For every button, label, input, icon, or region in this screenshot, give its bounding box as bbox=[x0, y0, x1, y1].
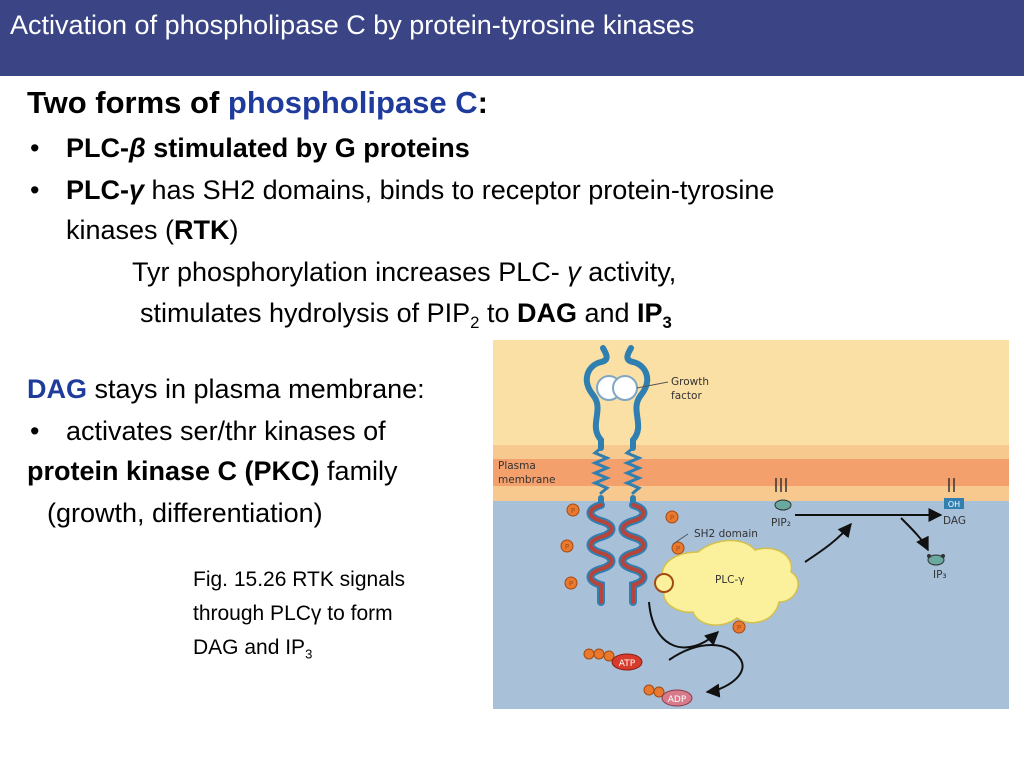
detail1-greek: γ bbox=[567, 257, 581, 287]
dag-bullet-text: activates ser/thr kinases of bbox=[66, 416, 386, 446]
ip3-molecule bbox=[927, 554, 945, 566]
reaction-arrows bbox=[648, 508, 943, 698]
plasma-membrane bbox=[493, 459, 1009, 486]
receptor-left bbox=[583, 345, 616, 606]
bullet2-line2-pre: kinases ( bbox=[66, 215, 175, 245]
bullet-marker-1: • bbox=[30, 133, 40, 163]
detail2-and: and bbox=[576, 298, 638, 328]
bullet2-greek: γ bbox=[129, 175, 145, 205]
figure-caption-line-2: through PLCγ to form bbox=[193, 602, 393, 626]
caption2-greek: γ bbox=[310, 602, 322, 625]
section-heading: Two forms of phospholipase C: bbox=[27, 85, 488, 121]
detail1-post: activity, bbox=[580, 257, 677, 287]
dag-rest: stays in plasma membrane: bbox=[87, 374, 425, 404]
adp-molecule bbox=[643, 684, 693, 707]
sh2-label: SH2 domain bbox=[694, 528, 758, 540]
pkc-bold: protein kinase C (PKC) bbox=[27, 456, 320, 486]
pkc-rest: family bbox=[319, 456, 398, 486]
plasma-membrane-label-2: membrane bbox=[498, 474, 555, 486]
pip2-label: PIP₂ bbox=[771, 517, 791, 529]
detail-line-2: stimulates hydrolysis of PIP2 to DAG and… bbox=[140, 298, 672, 332]
figure-caption-line-3: DAG and IP3 bbox=[193, 636, 313, 662]
pip2-lipid bbox=[774, 478, 792, 511]
membrane-outer-leaflet bbox=[493, 445, 1009, 459]
caption2-post: to form bbox=[321, 602, 393, 625]
extracellular-region bbox=[493, 340, 1009, 445]
bullet-plc-beta: PLC-β stimulated by G proteins bbox=[66, 133, 470, 164]
dag-bullet-marker: • bbox=[30, 416, 40, 446]
title-bar: Activation of phospholipase C by protein… bbox=[0, 0, 1024, 76]
dag-heading: DAG stays in plasma membrane: bbox=[27, 374, 425, 405]
growth-factor-label-1: Growth bbox=[671, 376, 709, 388]
phosphate-label: P bbox=[569, 580, 573, 588]
phosphate-label: P bbox=[565, 543, 569, 551]
pkc-line: protein kinase C (PKC) family bbox=[27, 456, 398, 487]
membrane-inner-leaflet bbox=[493, 486, 1009, 501]
detail-line-1: Tyr phosphorylation increases PLC- γ act… bbox=[132, 257, 676, 288]
caption2-pre: through PLC bbox=[193, 602, 311, 625]
atp-molecule bbox=[583, 648, 643, 671]
adp-label: ADP bbox=[668, 695, 687, 705]
bullet2-line2-post: ) bbox=[229, 215, 239, 245]
detail2-ip: IP bbox=[637, 298, 663, 328]
phosphate-label: P bbox=[676, 545, 680, 553]
rtk-plc-figure: Growth factor Plasma membrane P P P P P … bbox=[493, 340, 1009, 709]
plasma-membrane-label-1: Plasma bbox=[498, 460, 536, 472]
caption3-pre: DAG and IP bbox=[193, 636, 306, 659]
growth-factor bbox=[596, 375, 638, 401]
bullet-plc-gamma-line2: kinases (RTK) bbox=[66, 215, 239, 246]
heading-term: phospholipase C bbox=[227, 85, 478, 120]
atp-label: ATP bbox=[619, 659, 636, 669]
heading-suffix: : bbox=[477, 85, 488, 120]
bullet2-rest: has SH2 domains, binds to receptor prote… bbox=[144, 175, 775, 205]
plc-gamma-enzyme bbox=[661, 539, 799, 626]
phosphate-label: P bbox=[670, 514, 674, 522]
sh2-domain bbox=[654, 573, 674, 593]
detail2-mid: to bbox=[479, 298, 517, 328]
bullet1-rest: stimulated by G proteins bbox=[145, 133, 470, 163]
phosphate-groups bbox=[560, 503, 746, 634]
bullet-marker-2: • bbox=[30, 175, 40, 205]
bullet2-label: PLC- bbox=[66, 175, 129, 205]
slide-title: Activation of phospholipase C by protein… bbox=[10, 10, 695, 40]
oh-label: OH bbox=[948, 500, 960, 509]
heading-prefix: Two forms of bbox=[27, 85, 228, 120]
plc-gamma-label: PLC-γ bbox=[715, 574, 745, 586]
detail2-sub: 2 bbox=[470, 312, 480, 332]
receptor-right bbox=[618, 345, 651, 606]
bullet1-greek: β bbox=[129, 133, 146, 163]
detail1-pre: Tyr phosphorylation increases PLC- bbox=[132, 257, 568, 287]
ip3-label: IP₃ bbox=[933, 569, 947, 581]
pkc-note: (growth, differentiation) bbox=[47, 498, 323, 528]
detail2-dag: DAG bbox=[516, 298, 577, 328]
dag-term: DAG bbox=[27, 374, 87, 404]
detail2-ip-sub: 3 bbox=[662, 312, 672, 332]
bullet2-rtk: RTK bbox=[174, 215, 230, 245]
bullet1-label: PLC- bbox=[66, 133, 129, 163]
detail2-pre: stimulates hydrolysis of PIP bbox=[140, 298, 471, 328]
phosphate-label: P bbox=[571, 507, 575, 515]
figure-caption-line-1: Fig. 15.26 RTK signals bbox=[193, 568, 406, 591]
growth-factor-label-2: factor bbox=[671, 390, 702, 402]
bullet-plc-gamma: PLC-γ has SH2 domains, binds to receptor… bbox=[66, 175, 774, 206]
phosphate-label: P bbox=[737, 624, 741, 632]
dag-figure-label: DAG bbox=[943, 515, 966, 527]
dag-lipid bbox=[944, 478, 964, 509]
caption3-sub: 3 bbox=[305, 646, 313, 662]
